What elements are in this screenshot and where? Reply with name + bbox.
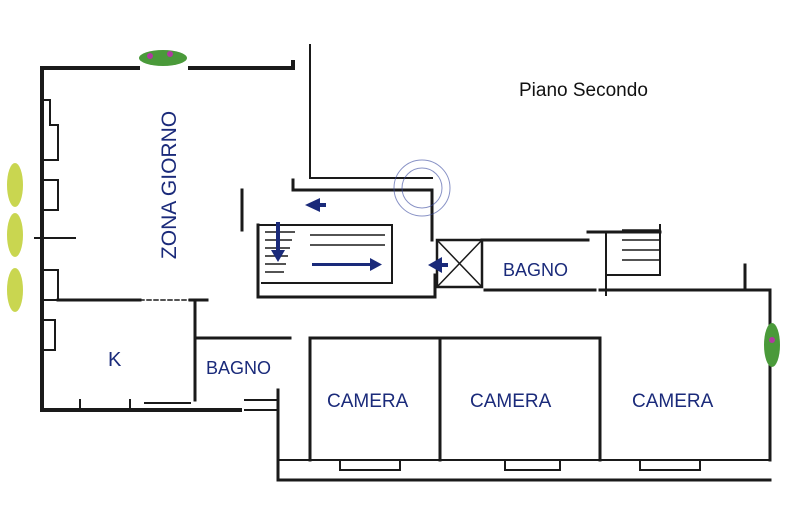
room-label-camera-3: CAMERA — [632, 391, 714, 412]
room-label-k: K — [108, 349, 122, 371]
arrow-down-icon — [271, 222, 285, 262]
room-label-bagno-right: BAGNO — [503, 260, 569, 280]
room-label-camera-2: CAMERA — [470, 391, 552, 412]
arrow-left-icon — [428, 257, 448, 273]
walls — [34, 44, 772, 482]
room-label-zona-giorno: ZONA GIORNO — [158, 110, 181, 260]
room-label-camera-1: CAMERA — [327, 391, 409, 412]
stamp-icon — [393, 159, 451, 217]
arrow-right-icon — [312, 258, 382, 271]
plant-icon — [7, 50, 780, 367]
room-label-zona-giorno-wrapper: ZONA GIORNO — [155, 105, 185, 265]
arrow-left-icon — [305, 198, 326, 212]
plan-title: Piano Secondo — [519, 80, 648, 101]
room-label-bagno-left: BAGNO — [206, 358, 272, 378]
